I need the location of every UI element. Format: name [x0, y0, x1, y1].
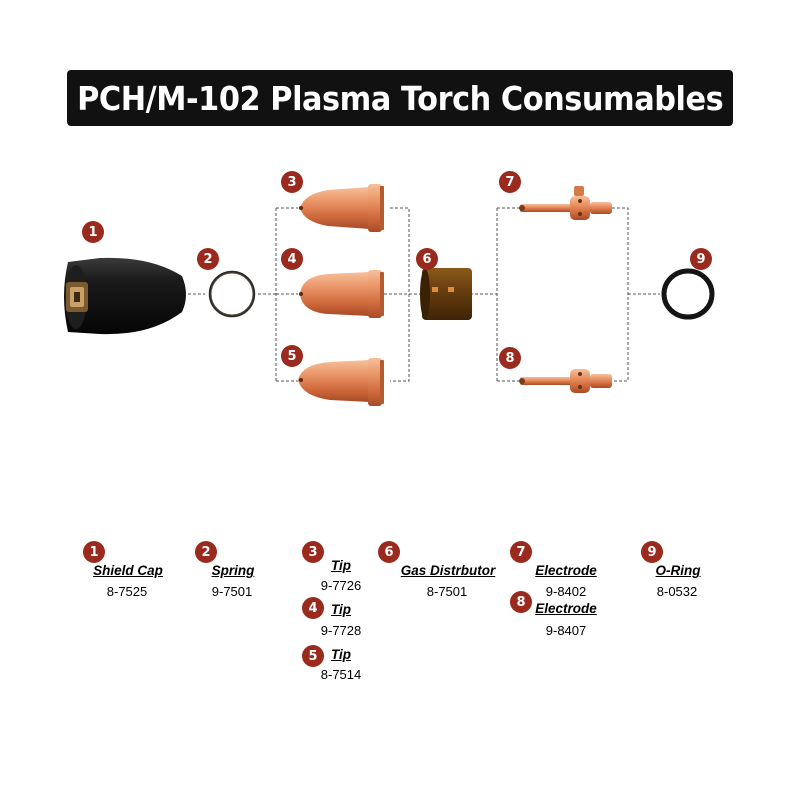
- connector-lines: [188, 207, 660, 382]
- title-banner: PCH/M-102 Plasma Torch Consumables: [67, 70, 733, 126]
- legend-name-5: Tip: [331, 647, 351, 662]
- electrode-icon-8: [519, 369, 612, 393]
- legend-code-8: 9-8407: [545, 623, 587, 638]
- legend-name-4: Tip: [331, 602, 351, 617]
- legend-badge-8: 8: [510, 591, 532, 613]
- legend-code-1: 8-7525: [106, 584, 148, 599]
- legend-badge-1: 1: [83, 541, 105, 563]
- legend-badge-3: 3: [302, 541, 324, 563]
- legend-badge-7: 7: [510, 541, 532, 563]
- legend-badge-9: 9: [641, 541, 663, 563]
- badge-5: 5: [281, 345, 303, 367]
- electrode-icon-7: [519, 186, 612, 220]
- legend-code-3: 9-7726: [320, 578, 362, 593]
- legend-code-9: 8-0532: [656, 584, 698, 599]
- tip-icon-5: [298, 358, 384, 406]
- badge-9: 9: [690, 248, 712, 270]
- legend-name-8: Electrode: [535, 601, 597, 616]
- gas-distributor-icon: [420, 268, 472, 320]
- badge-3: 3: [281, 171, 303, 193]
- legend-name-7: Electrode: [535, 563, 597, 578]
- badge-7: 7: [499, 171, 521, 193]
- legend-code-6: 8-7501: [426, 584, 468, 599]
- badge-1: 1: [82, 221, 104, 243]
- page-title: PCH/M-102 Plasma Torch Consumables: [76, 78, 724, 118]
- shield-cap-icon: [64, 257, 186, 335]
- legend-name-3: Tip: [331, 558, 351, 573]
- o-ring-icon: [661, 268, 715, 320]
- legend-badge-4: 4: [302, 597, 324, 619]
- badge-8: 8: [499, 347, 521, 369]
- legend-code-4: 9-7728: [320, 623, 362, 638]
- badge-6: 6: [416, 248, 438, 270]
- legend-name-9: O-Ring: [655, 563, 701, 578]
- legend-name-1: Shield Cap: [93, 563, 163, 578]
- legend-name-2: Spring: [211, 563, 255, 578]
- spring-icon: [208, 270, 256, 318]
- badge-2: 2: [197, 248, 219, 270]
- tip-icon-3: [299, 184, 384, 232]
- legend-badge-2: 2: [195, 541, 217, 563]
- tip-icon-4: [299, 270, 384, 318]
- legend-code-5: 8-7514: [320, 667, 362, 682]
- legend-badge-5: 5: [302, 645, 324, 667]
- legend-name-6: Gas Distrbutor: [400, 563, 496, 578]
- legend-code-7: 9-8402: [545, 584, 587, 599]
- legend-badge-6: 6: [378, 541, 400, 563]
- legend-code-2: 9-7501: [211, 584, 253, 599]
- badge-4: 4: [281, 248, 303, 270]
